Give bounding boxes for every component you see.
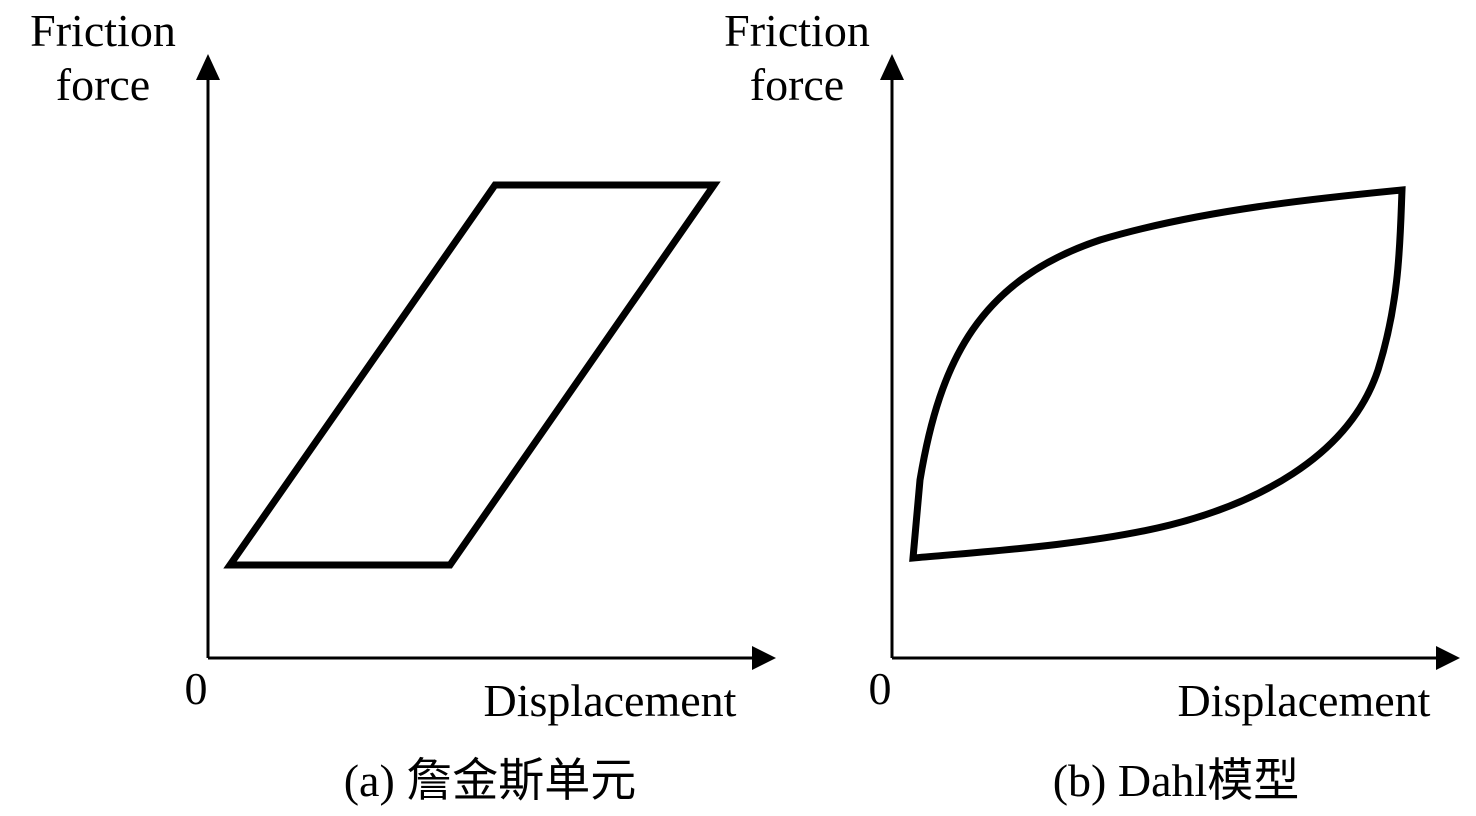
panel-a-y-label-line1: Friction (30, 5, 176, 56)
panel-b-x-label: Displacement (1178, 675, 1431, 726)
panel-a-hysteresis-loop (223, 181, 721, 569)
panel-a-x-axis-arrow (752, 646, 776, 670)
panel-b-y-label-line1: Friction (724, 5, 870, 56)
panel-b-y-label-line2: force (750, 59, 844, 110)
panel-b-origin-label: 0 (869, 663, 892, 714)
panel-b-caption: (b) Dahl模型 (1053, 755, 1300, 806)
panel-a-origin-label: 0 (185, 663, 208, 714)
panel-b-hysteresis-loop (909, 186, 1406, 562)
panel-a-x-label: Displacement (484, 675, 737, 726)
panel-b-y-axis-arrow (880, 54, 904, 80)
panel-b: Friction force 0 Displacement (b) Dahl模型 (724, 5, 1460, 806)
panel-a: Friction force 0 Displacement (a) 詹金斯单元 (30, 5, 776, 806)
panel-a-caption: (a) 詹金斯单元 (344, 755, 637, 806)
panel-b-x-axis-arrow (1436, 646, 1460, 670)
panel-a-y-label-line2: force (56, 59, 150, 110)
panel-a-y-axis-arrow (196, 54, 220, 80)
